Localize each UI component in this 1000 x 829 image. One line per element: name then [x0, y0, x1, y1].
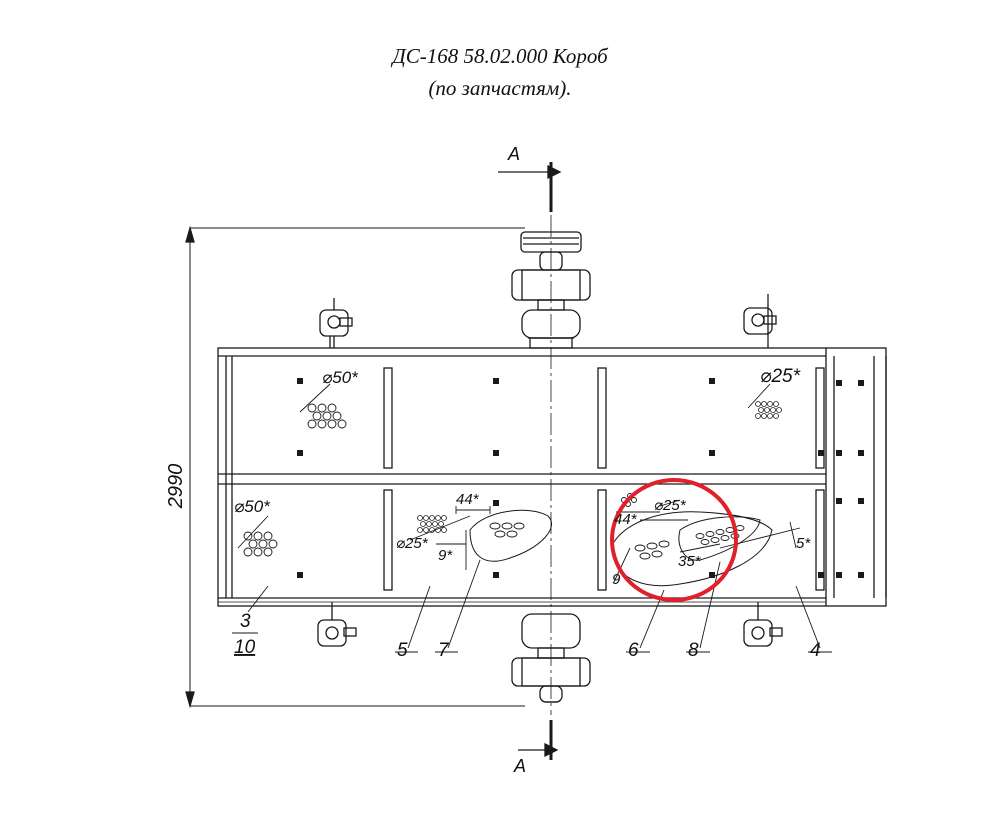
- patch-6: [611, 511, 773, 587]
- annotation-dia50-bottom: ⌀50*: [234, 497, 271, 516]
- section-mark-top: [498, 162, 562, 212]
- section-label-top: A: [507, 144, 520, 164]
- annotation-5: 5*: [796, 535, 811, 552]
- bolts: [297, 378, 864, 578]
- annotation-9-left: 9*: [438, 547, 453, 564]
- hole-pattern-center-left: [417, 515, 447, 533]
- top-pulley-assembly: [511, 231, 591, 349]
- dimension-label-2990: 2990: [165, 464, 187, 510]
- patch-7: [469, 509, 552, 562]
- box-frame: [217, 347, 887, 607]
- patch-8: [678, 516, 761, 561]
- dimension-2990: [185, 225, 525, 709]
- part-number-7: 7: [438, 640, 450, 661]
- patch-6-holes: [621, 493, 745, 560]
- drawing-title: ДС-168 58.02.000 Короб: [392, 44, 608, 68]
- part-number-5: 5: [397, 640, 408, 661]
- annotation-35: 35*: [678, 553, 702, 570]
- annotation-dia25-center: ⌀25*: [654, 497, 687, 514]
- drawing-subtitle: (по запчастям).: [428, 76, 572, 100]
- spring-bracket-top-right: [743, 294, 777, 348]
- part-callouts: [232, 559, 832, 653]
- annotation-dia25-right: ⌀25*: [760, 366, 801, 387]
- part-number-4: 4: [810, 640, 821, 661]
- bottom-shaft-assembly: [511, 613, 591, 703]
- section-label-bottom: A: [513, 756, 526, 776]
- part-number-3: 3: [240, 611, 251, 632]
- part-number-8: 8: [688, 640, 699, 661]
- leader-lines: [237, 383, 801, 583]
- annotation-dia50-top: ⌀50*: [322, 368, 359, 387]
- highlight-circle: [610, 478, 738, 602]
- patch-7-holes: [489, 522, 525, 538]
- annotation-9-center: 9: [612, 571, 621, 588]
- hole-pattern-top-left: [307, 403, 347, 429]
- spring-bracket-bottom-right: [743, 602, 783, 647]
- annotation-44-left: 44*: [456, 491, 480, 508]
- annotation-44-center: 44*: [614, 511, 638, 528]
- annotation-dia25-left: ⌀25*: [396, 535, 429, 552]
- hole-pattern-bottom-left: [243, 531, 278, 557]
- section-mark-bottom: [518, 720, 559, 760]
- part-number-6: 6: [628, 640, 639, 661]
- spring-bracket-bottom-left: [317, 602, 357, 647]
- spring-bracket-top-left: [319, 298, 353, 348]
- hole-pattern-top-right: [755, 401, 782, 419]
- part-number-10: 10: [234, 637, 256, 658]
